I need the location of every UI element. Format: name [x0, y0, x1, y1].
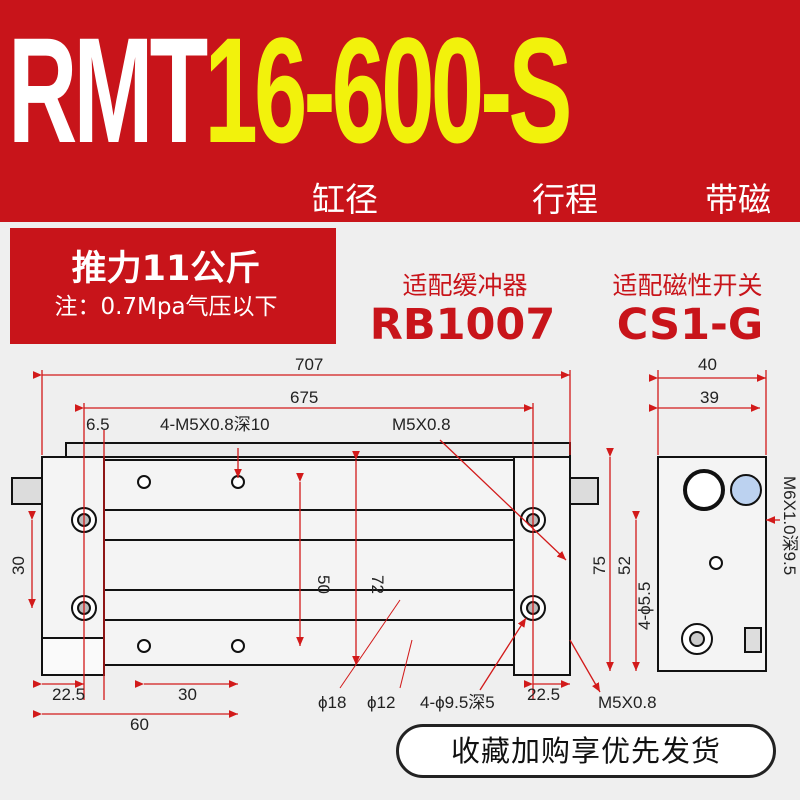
dim-30-vertical: 30 — [9, 556, 28, 575]
caption-bore: 缸径 — [312, 180, 378, 219]
technical-drawing: 707 675 6.5 4-M5X0.8深10 M5X0.8 30 50 72 … — [9, 355, 799, 734]
front-view — [11, 442, 599, 676]
caption-magnetic: 带磁 — [705, 180, 771, 219]
dim-60: 60 — [130, 715, 149, 734]
favorite-cart-button[interactable]: 收藏加购享优先发货 — [396, 724, 776, 778]
dim-72: 72 — [368, 575, 387, 594]
dim-m5: M5X0.8 — [392, 415, 451, 434]
dim-40: 40 — [698, 355, 717, 374]
side-view — [657, 456, 767, 672]
dimension-lines — [28, 370, 780, 718]
product-model-title: RMT16-600-S — [8, 0, 572, 180]
force-info-box — [10, 228, 336, 344]
dim-75: 75 — [590, 556, 609, 575]
dim-m5-bottom: M5X0.8 — [598, 693, 657, 712]
thrust-label: 推力11公斤 — [71, 249, 261, 289]
model-spec: 16-600-S — [204, 6, 572, 174]
dimension-labels: 707 675 6.5 4-M5X0.8深10 M5X0.8 30 50 72 … — [9, 355, 799, 734]
dim-m6: M6X1.0深9.5 — [780, 476, 799, 575]
dim-phi12: ϕ12 — [367, 693, 395, 712]
buffer-model: RB1007 — [369, 300, 556, 350]
buffer-label: 适配缓冲器 — [402, 271, 528, 300]
dim-phi18: ϕ18 — [318, 693, 346, 712]
dim-6-5: 6.5 — [86, 415, 110, 434]
switch-model: CS1-G — [616, 300, 764, 350]
dim-52: 52 — [615, 556, 634, 575]
dim-39: 39 — [700, 388, 719, 407]
switch-label: 适配磁性开关 — [612, 271, 763, 300]
model-prefix: RMT — [8, 6, 208, 174]
dim-22-5-left: 22.5 — [52, 685, 85, 704]
dim-22-5-right: 22.5 — [527, 685, 560, 704]
dim-50: 50 — [314, 575, 333, 594]
dim-4-phi9-5: 4-ϕ9.5深5 — [420, 693, 495, 712]
dim-30-horizontal: 30 — [178, 685, 197, 704]
dim-4-m5: 4-M5X0.8深10 — [160, 415, 270, 434]
pressure-note: 注：0.7Mpa气压以下 — [54, 294, 278, 320]
title-banner — [0, 0, 800, 222]
dim-675: 675 — [290, 388, 318, 407]
dim-4-phi5-5: 4-ϕ5.5 — [635, 582, 654, 630]
caption-stroke: 行程 — [532, 180, 598, 219]
dim-707: 707 — [295, 355, 323, 374]
